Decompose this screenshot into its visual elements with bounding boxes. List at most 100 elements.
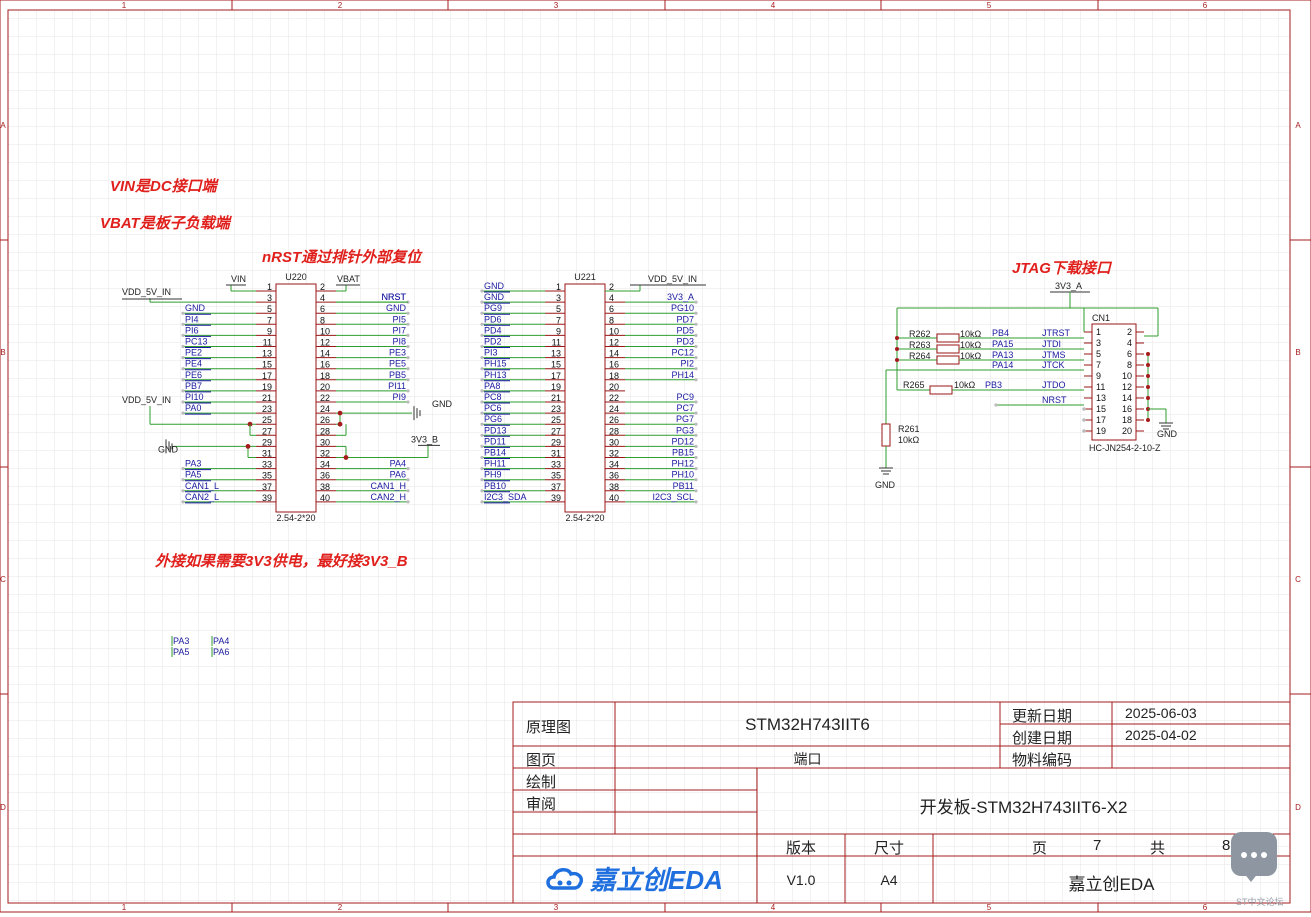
chat-button[interactable] xyxy=(1231,832,1277,882)
tb-title: STM32H743IIT6 xyxy=(745,715,870,734)
net-label: PG6 xyxy=(484,414,502,424)
header-ref: U220 xyxy=(285,272,307,282)
tb-size-value: A4 xyxy=(880,872,898,888)
net-end xyxy=(406,400,410,404)
junction xyxy=(245,444,251,449)
net-end xyxy=(480,444,484,448)
gnd-label: GND xyxy=(432,399,453,409)
net-end xyxy=(181,367,185,371)
pin-number: 37 xyxy=(262,482,272,492)
junction xyxy=(337,410,343,416)
net-end xyxy=(694,500,698,504)
vdd-label: VDD_5V_IN xyxy=(122,287,171,297)
net-end xyxy=(181,333,185,337)
net-label: PD4 xyxy=(484,325,502,335)
net-label: PA5 xyxy=(173,647,189,657)
net-label: PG9 xyxy=(484,303,502,313)
net-label: PD3 xyxy=(676,337,694,347)
cn1-power-label: 3V3_A xyxy=(1055,281,1082,291)
pin-number: 40 xyxy=(609,493,619,503)
net-label: 3V3_A xyxy=(667,292,694,302)
frame-row-label: D xyxy=(1295,803,1301,812)
tb-schematic-label: 原理图 xyxy=(526,719,572,736)
pin-number: 39 xyxy=(551,493,561,503)
note-ext-3v3: 外接如果需要3V3供电，最好接3V3_B xyxy=(155,553,408,570)
vdd-label: VDD_5V_IN xyxy=(648,274,697,284)
junction xyxy=(895,336,899,340)
pin-number: 24 xyxy=(320,404,330,414)
pin-number: 3 xyxy=(1096,338,1101,348)
net-label: PA14 xyxy=(992,360,1013,370)
header-body xyxy=(275,283,317,513)
ground-symbol xyxy=(1159,422,1173,430)
net-end xyxy=(694,455,698,460)
net-end xyxy=(480,433,484,437)
pin-number: 6 xyxy=(1127,349,1132,359)
pin-number: 4 xyxy=(1127,338,1132,348)
note-vbat: VBAT是板子负载端 xyxy=(100,215,230,232)
pin-number: 13 xyxy=(262,349,272,359)
pin-number: 10 xyxy=(609,326,619,336)
pin-number: 33 xyxy=(551,460,561,470)
pin-number: 20 xyxy=(1122,426,1132,436)
pin-number: 18 xyxy=(609,371,619,381)
resistor xyxy=(929,385,953,395)
pin-number: 25 xyxy=(551,415,561,425)
net-label: PH14 xyxy=(671,370,694,380)
net-label: PA6 xyxy=(213,647,229,657)
net-end xyxy=(694,322,698,326)
net-label: PE4 xyxy=(185,359,202,369)
pin-number: 38 xyxy=(609,482,619,492)
net-label: PA15 xyxy=(992,339,1013,349)
net-label: PB4 xyxy=(992,328,1009,338)
net-end xyxy=(181,344,185,349)
net-label: PD2 xyxy=(484,337,502,347)
pin-number: 11 xyxy=(263,338,272,348)
net-end xyxy=(406,356,410,360)
net-end xyxy=(406,333,410,337)
pin-number: 8 xyxy=(320,315,325,325)
pin-number: 29 xyxy=(551,437,561,447)
pin-number: 13 xyxy=(551,349,561,359)
pin-number: 21 xyxy=(551,393,561,403)
net-label: PB14 xyxy=(484,448,506,458)
net-end xyxy=(406,489,410,493)
pin-number: 38 xyxy=(320,482,330,492)
tb-company: 嘉立创EDA xyxy=(1068,875,1155,894)
pin-number: 2 xyxy=(320,282,325,292)
pin-number: 19 xyxy=(262,382,272,392)
net-label: PB3 xyxy=(985,380,1002,390)
pin-number: 26 xyxy=(320,415,330,425)
junction xyxy=(1146,418,1150,422)
header-ref: U221 xyxy=(574,272,596,282)
tb-size-label: 尺寸 xyxy=(873,840,904,857)
net-end xyxy=(694,311,698,315)
cn1-part: HC-JN254-2-10-Z xyxy=(1089,443,1161,453)
pin-number: 14 xyxy=(1122,393,1132,403)
net-end xyxy=(694,444,698,448)
net-label: PA6 xyxy=(390,470,406,480)
net-label: PA0 xyxy=(185,403,201,413)
net-label: PI3 xyxy=(484,348,498,358)
pin-number: 23 xyxy=(262,404,272,414)
frame-row-label: A xyxy=(1295,121,1301,130)
net-label: PC13 xyxy=(185,337,208,347)
net-end xyxy=(480,300,484,304)
signal-label: NRST xyxy=(1042,395,1067,405)
net-label: PI11 xyxy=(388,381,406,391)
pin-number: 15 xyxy=(262,360,272,370)
resistor-ref: R262 xyxy=(909,329,931,339)
net-end xyxy=(480,500,484,504)
pin-number: 8 xyxy=(609,315,614,325)
net-end xyxy=(694,378,698,382)
net-label: PB15 xyxy=(672,448,694,458)
net-label: I2C3_SCL xyxy=(652,492,694,502)
pin-number: 9 xyxy=(1096,371,1101,381)
pin-number: 2 xyxy=(1127,327,1132,337)
junction xyxy=(1146,396,1150,400)
net-end xyxy=(694,433,698,437)
